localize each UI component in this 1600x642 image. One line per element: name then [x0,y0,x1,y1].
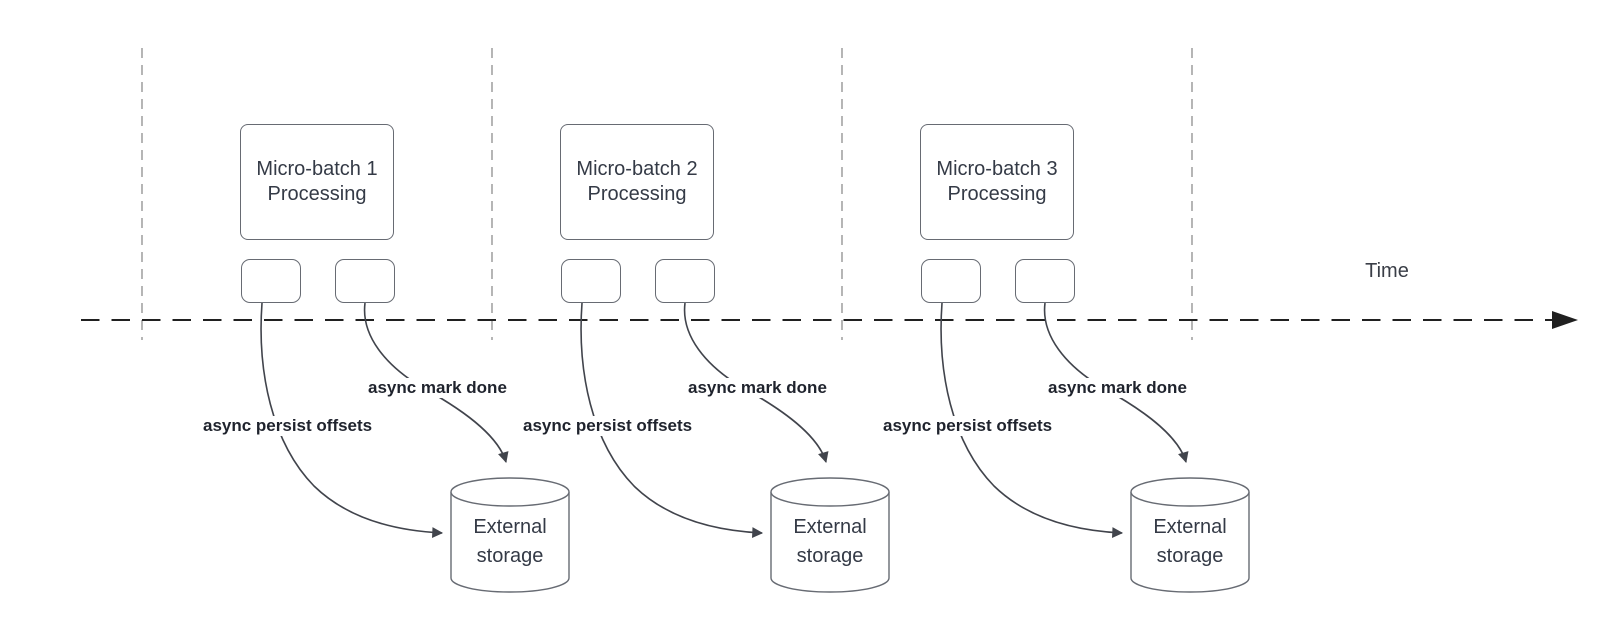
timeline-arrowhead-icon [1552,311,1578,329]
group1-arrows-and-cylinder [261,303,569,592]
time-axis-label: Time [1365,260,1409,282]
group3-arrows-and-cylinder [941,303,1249,592]
group2-arrows-and-cylinder [581,303,889,592]
